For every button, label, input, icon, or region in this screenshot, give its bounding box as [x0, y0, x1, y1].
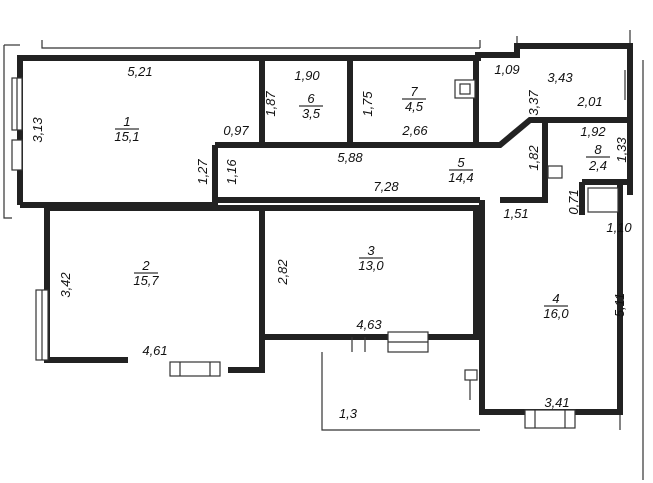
dim-room2-width: 4,61	[142, 343, 167, 358]
dim-room1-height: 3,13	[30, 117, 45, 143]
dim-room2-height: 3,42	[58, 272, 73, 298]
dim-balcony: 1,3	[339, 406, 358, 421]
room-4-number: 4	[552, 291, 559, 306]
room-8-area: 2,4	[588, 158, 607, 173]
room-8-number: 8	[594, 142, 602, 157]
dim-182: 1,82	[526, 145, 541, 171]
dim-337: 3,37	[526, 90, 541, 116]
room-1-number: 1	[123, 114, 130, 129]
room-5-number: 5	[457, 155, 465, 170]
room-3-number: 3	[367, 243, 375, 258]
room-labels: 1 15,1 2 15,7 3 13,0 4 16,0 5 14,4 6 3,5…	[114, 84, 610, 321]
windows	[11, 77, 619, 429]
room-7-number: 7	[410, 84, 418, 99]
dim-151: 1,51	[503, 206, 528, 221]
dim-071: 0,71	[566, 189, 581, 214]
dim-109: 1,09	[494, 62, 519, 77]
dim-room6-width: 1,90	[294, 68, 320, 83]
dim-room4-height: 5,11	[612, 293, 627, 317]
room-4-area: 16,0	[543, 306, 569, 321]
dim-room8-height: 1,33	[614, 137, 629, 163]
dim-room3-width: 4,63	[356, 317, 382, 332]
dim-room7-height: 1,75	[360, 91, 375, 117]
dim-room8-width: 1,92	[580, 124, 606, 139]
dim-room1-width: 5,21	[127, 64, 152, 79]
dim-room7-width: 2,66	[401, 123, 428, 138]
room-2-area: 15,7	[133, 273, 159, 288]
dim-room1-127: 1,27	[195, 159, 210, 185]
dim-room3-height: 2,82	[275, 259, 290, 286]
room-6-number: 6	[307, 91, 315, 106]
dim-room1-097: 0,97	[223, 123, 249, 138]
dim-corridor-588: 5,88	[337, 150, 363, 165]
dim-corridor-116: 1,16	[224, 159, 239, 185]
dim-201: 2,01	[576, 94, 602, 109]
room-3-area: 13,0	[358, 258, 384, 273]
room-1-area: 15,1	[114, 129, 139, 144]
dim-110: 1,10	[606, 220, 632, 235]
room-6-area: 3,5	[302, 106, 321, 121]
room-7-area: 4,5	[405, 99, 424, 114]
balcony-outline	[351, 337, 478, 400]
dim-room4-width: 3,41	[544, 395, 569, 410]
dim-corridor-728: 7,28	[373, 179, 399, 194]
dim-343: 3,43	[547, 70, 573, 85]
dim-room6-height: 1,87	[263, 91, 278, 117]
dimension-labels: 5,21 3,13 0,97 1,27 1,16 1,90 1,87 1,75 …	[30, 62, 632, 421]
room-2-number: 2	[141, 258, 150, 273]
room-5-area: 14,4	[448, 170, 473, 185]
